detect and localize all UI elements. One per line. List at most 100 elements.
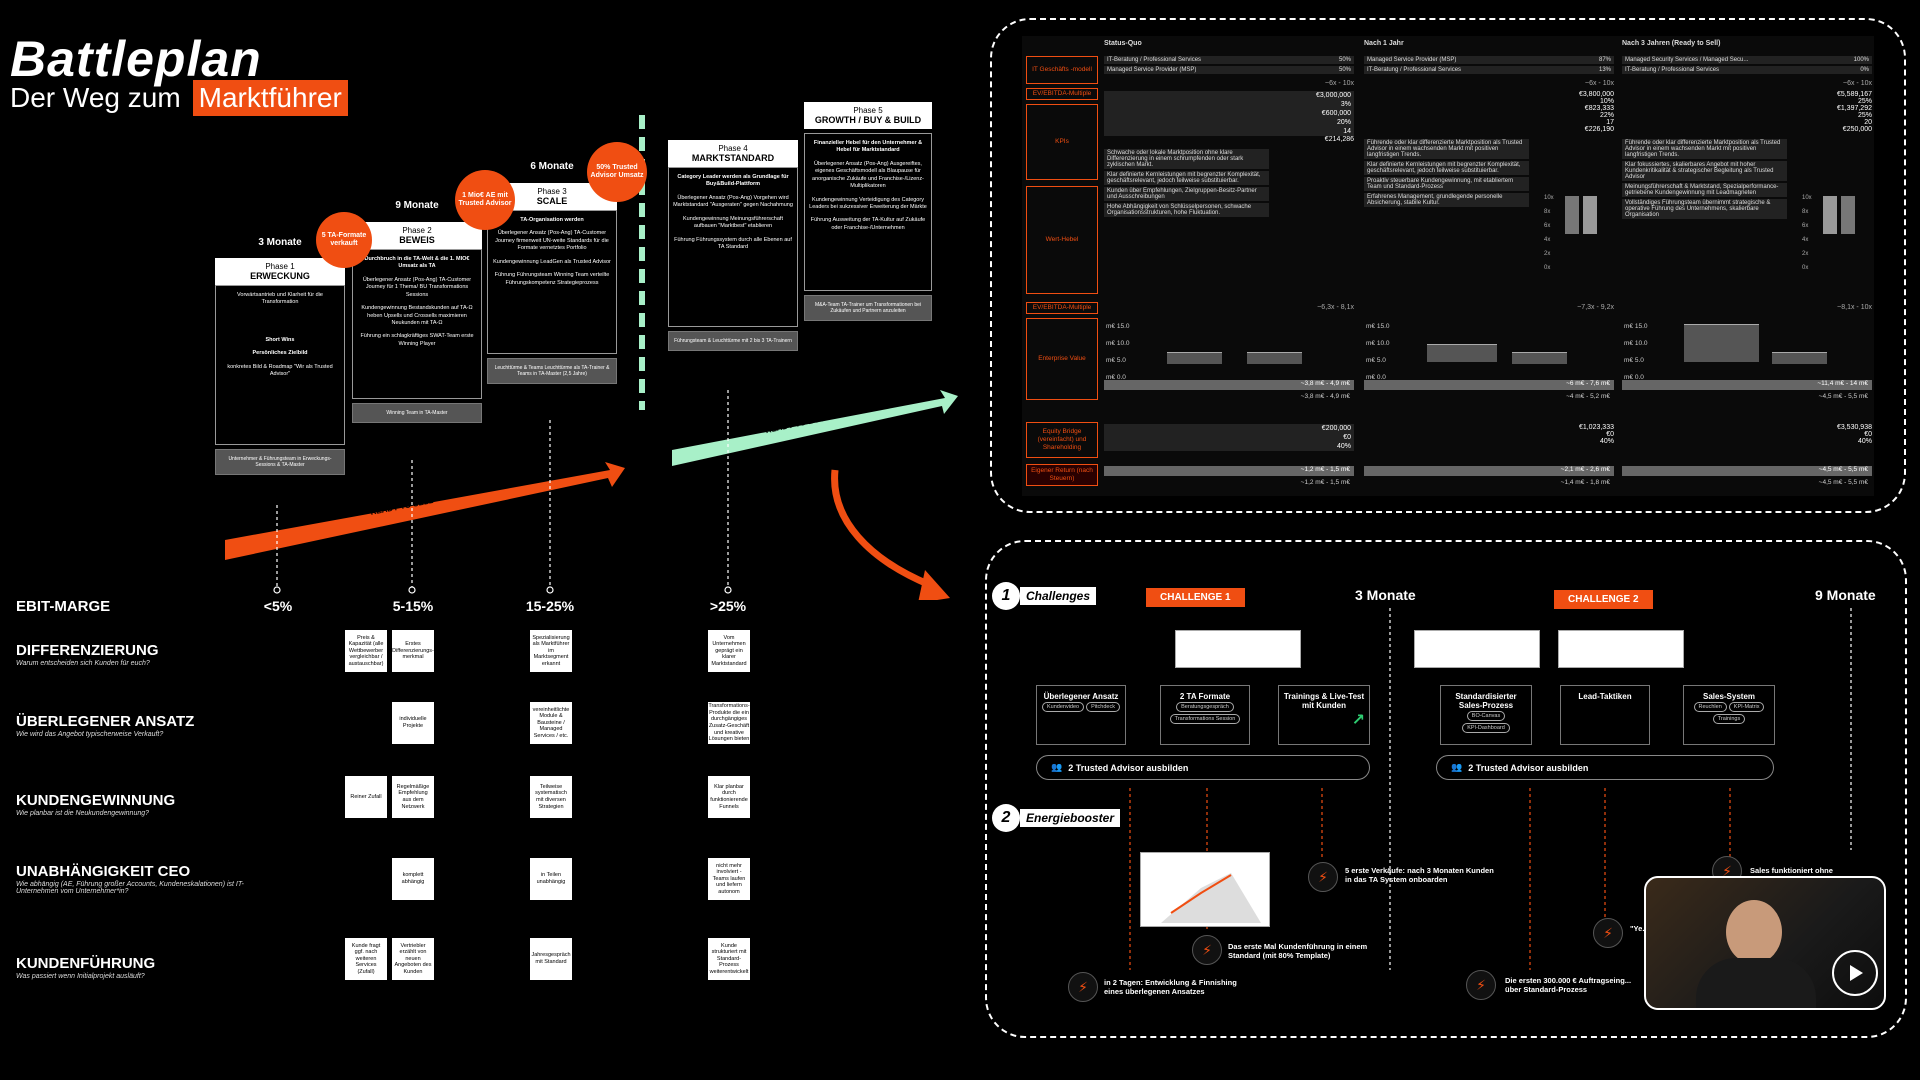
card-trainings[interactable]: Trainings & Live-Test mit Kunden ↗ — [1278, 685, 1370, 745]
phase-4-body: Category Leader werden als Grundlage für… — [668, 167, 798, 327]
note: Klar planbar durch funktionierende Funne… — [708, 776, 750, 818]
note: nicht mehr involviert - Teams laufen und… — [708, 858, 750, 900]
ebit-value-3: 15-25% — [525, 598, 575, 614]
booster-text-6: Die ersten 300.000 € Auftragseing... übe… — [1505, 976, 1632, 995]
phase-1-body: Vorwärtsantrieb und Klarheit für die Tra… — [215, 285, 345, 445]
booster-text-1: 5 erste Verkäufe: nach 3 Monaten Kunden … — [1345, 866, 1494, 885]
booster-text-3: in 2 Tagen: Entwicklung & Finnishing ein… — [1104, 978, 1237, 997]
note: Vom Unternehmen geprägt ein klarer Markt… — [708, 630, 750, 672]
challenge-2-tag[interactable]: CHALLENGE 2 — [1554, 590, 1653, 609]
ev-bar — [1772, 352, 1827, 364]
fin-label-ev: Enterprise Value — [1026, 318, 1098, 400]
milestone-circle-3: 50% Trusted Advisor Umsatz — [587, 142, 647, 202]
advisor-bar-2[interactable]: 👥2 Trusted Advisor ausbilden — [1436, 755, 1774, 780]
note: Erstes Differenzierungs-merkmal — [392, 630, 434, 672]
presenter-face — [1726, 900, 1782, 964]
milestone-3-months: 3 Monate — [1355, 587, 1416, 603]
hebel-bar — [1583, 196, 1597, 234]
phase-3-footer: Leuchttürme & Teams Leuchttürme als TA-T… — [487, 358, 617, 384]
ready-to-buy-arrow — [672, 390, 958, 466]
fin-label-model: IT Geschäfts -modell — [1026, 56, 1098, 84]
play-icon[interactable] — [1832, 950, 1878, 996]
ev-bar — [1167, 352, 1222, 364]
transition-arrow — [831, 469, 932, 589]
ev-bar — [1427, 344, 1497, 362]
model-row[interactable]: Managed Service Provider (MSP)50% — [1104, 66, 1354, 74]
phase-5-footer: M&A-Team TA-Trainer um Transformationen … — [804, 295, 932, 321]
section-1-number: 1 — [992, 582, 1020, 610]
booster-text-2: Das erste Mal Kundenführung in einem Sta… — [1228, 942, 1368, 961]
phase-3-body: TA-Organisation werden Überlegener Ansat… — [487, 210, 617, 354]
phase-1-duration: 3 Monate — [258, 237, 302, 248]
note: Transformations-Produkte die ein durchgä… — [708, 702, 750, 744]
note: Jahresgespräch mit Standard — [530, 938, 572, 980]
challenges-panel — [985, 540, 1907, 1038]
phase-5-body: Finanzieller Hebel für den Unternehmer &… — [804, 133, 932, 291]
note: komplett abhängig — [392, 858, 434, 900]
ebit-label: EBIT-MARGE — [16, 598, 111, 615]
row-kundenfuehrung-title: KUNDENFÜHRUNG — [16, 955, 156, 972]
fin-col-3: Nach 3 Jahren (Ready to Sell) — [1622, 40, 1721, 47]
growth-arrow-icon: ↗ — [1351, 712, 1365, 729]
challenge-1-thumbnail[interactable] — [1175, 630, 1301, 668]
fin-column-2: Managed Service Provider (MSP)87% IT-Ber… — [1364, 56, 1614, 207]
challenge-2-thumbnail-b[interactable] — [1558, 630, 1684, 668]
booster-chart-icon — [1161, 873, 1261, 923]
booster-thumbnail[interactable] — [1140, 852, 1270, 927]
challenge-2-thumbnail-a[interactable] — [1414, 630, 1540, 668]
bolt-icon: ⚡ — [1308, 862, 1338, 892]
ready-to-sell-arrow — [225, 462, 625, 560]
people-icon: 👥 — [1051, 762, 1063, 772]
row-kundenfuehrung-sub: Was passiert wenn Initialprojekt ausläuf… — [16, 973, 145, 980]
hebel-list: Schwache oder lokale Marktposition ohne … — [1104, 149, 1269, 217]
model-row[interactable]: Managed Security Services / Managed Secu… — [1622, 56, 1872, 64]
fin-label-equity: Equity Bridge (vereinfacht) und Sharehol… — [1026, 422, 1098, 458]
ev-bar — [1512, 352, 1567, 364]
page-title: Battleplan — [10, 31, 262, 87]
financial-panel — [990, 18, 1906, 513]
card-lead-taktiken[interactable]: Lead-Taktiken — [1560, 685, 1650, 745]
model-row[interactable]: Managed Service Provider (MSP)87% — [1364, 56, 1614, 64]
section-2-number: 2 — [992, 804, 1020, 832]
row-kundengewinnung-title: KUNDENGEWINNUNG — [16, 792, 176, 809]
bolt-icon: ⚡ — [1192, 935, 1222, 965]
card-ta-formate[interactable]: 2 TA Formate BeratungsgesprächTransforma… — [1160, 685, 1250, 745]
card-sales-prozess[interactable]: Standardisierter Sales-Prozess BO-Canvas… — [1440, 685, 1532, 745]
ev-bar — [1684, 324, 1759, 362]
webcam-video[interactable] — [1644, 876, 1886, 1010]
challenge-1-tag[interactable]: CHALLENGE 1 — [1146, 588, 1245, 607]
fin-label-hebel: Wert-Hebel — [1026, 186, 1098, 294]
note: Reiner Zufall — [345, 776, 387, 818]
milestone-circle-2: 1 Mio€ AE mit Trusted Advisor — [455, 170, 515, 230]
fin-col-2: Nach 1 Jahr — [1364, 40, 1404, 47]
hebel-list: Führende oder klar differenzierte Marktp… — [1622, 139, 1787, 219]
fin-col-1: Status-Quo — [1104, 40, 1142, 47]
note: Kunde strukturiert mit Standard-Prozess … — [708, 938, 750, 980]
ebit-value-2: 5-15% — [392, 598, 434, 614]
ebit-value-4: >25% — [709, 598, 747, 614]
people-icon: 👥 — [1451, 762, 1463, 772]
note: in Teilen unabhängig — [530, 858, 572, 900]
advisor-bar-1[interactable]: 👥2 Trusted Advisor ausbilden — [1036, 755, 1370, 780]
challenges-lines — [1129, 608, 1852, 970]
section-challenges-title: Challenges — [1020, 587, 1097, 605]
fin-column-3: Managed Security Services / Managed Secu… — [1622, 56, 1872, 219]
hebel-bar — [1565, 196, 1579, 234]
ev-bar — [1247, 352, 1302, 364]
note: Teilweise systematisch mit diversen Stra… — [530, 776, 572, 818]
bolt-icon: ⚡ — [1466, 970, 1496, 1000]
